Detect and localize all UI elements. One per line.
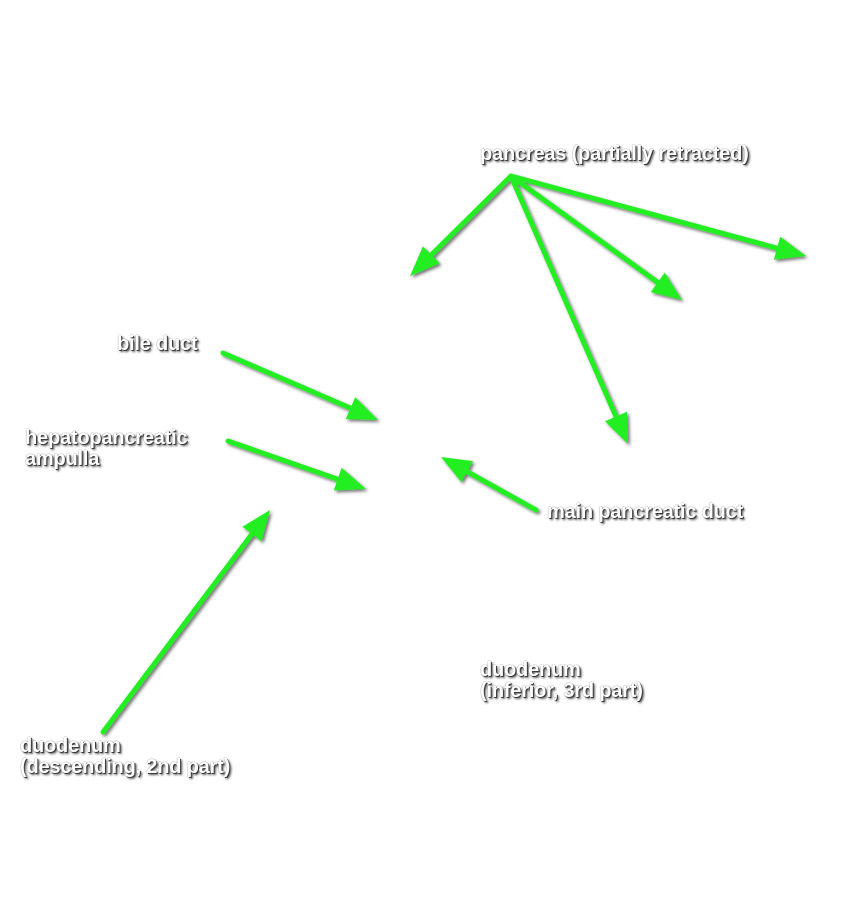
arrow-duodenum-descending bbox=[100, 510, 270, 735]
label-duodenum-inferior-line2: (inferior, 3rd part) bbox=[480, 680, 643, 702]
label-duodenum-descending-line2: (descending, 2nd part) bbox=[20, 756, 231, 778]
arrow-main-pancreatic-duct bbox=[441, 457, 539, 513]
label-bile-duct: bile duct bbox=[117, 333, 198, 355]
arrow-pancreas-down bbox=[508, 173, 628, 444]
label-duodenum-descending-line1: duodenum bbox=[20, 735, 121, 757]
arrow-pancreas-left bbox=[410, 173, 514, 276]
arrow-main-pancreatic-duct-head bbox=[441, 457, 474, 483]
label-hepatopancreatic-ampulla: hepatopancreatic ampulla bbox=[25, 427, 188, 470]
arrow-bile-duct-shaft bbox=[220, 350, 355, 412]
arrow-pancreas-down-head bbox=[604, 411, 628, 444]
label-duodenum-descending: duodenum (descending, 2nd part) bbox=[20, 736, 230, 778]
label-pancreas: pancreas (partially retracted) bbox=[480, 144, 749, 165]
label-main-duct-text: main pancreatic duct bbox=[547, 501, 744, 523]
arrow-bile-duct-head bbox=[345, 397, 378, 420]
arrow-pancreas-mid-head bbox=[650, 272, 682, 300]
label-duodenum-inferior-line1: duodenum bbox=[480, 659, 581, 681]
arrow-duodenum-descending-head bbox=[242, 510, 270, 542]
arrow-bile-duct bbox=[220, 350, 378, 420]
label-bile-duct-text: bile duct bbox=[117, 333, 198, 355]
label-duodenum-inferior: duodenum (inferior, 3rd part) bbox=[480, 660, 643, 702]
arrow-hepatopancreatic-ampulla-head bbox=[333, 467, 366, 491]
arrow-pancreas-mid-shaft bbox=[508, 173, 662, 287]
arrow-pancreas-mid bbox=[508, 173, 682, 300]
label-ampulla-line1: hepatopancreatic bbox=[25, 427, 188, 449]
arrow-pancreas-right-head bbox=[773, 236, 806, 260]
arrow-pancreas-left-head bbox=[410, 246, 440, 276]
label-pancreas-text: pancreas (partially retracted) bbox=[480, 143, 749, 165]
label-ampulla-line2: ampulla bbox=[25, 448, 100, 470]
arrow-pancreas-down-shaft bbox=[508, 173, 620, 421]
arrow-pancreas-left-shaft bbox=[427, 173, 514, 259]
arrow-hepatopancreatic-ampulla-shaft bbox=[225, 438, 343, 483]
arrow-main-pancreatic-duct-shaft bbox=[462, 468, 539, 513]
arrow-duodenum-descending-shaft bbox=[100, 529, 256, 735]
arrow-pancreas-right-shaft bbox=[508, 173, 782, 252]
label-main-pancreatic-duct: main pancreatic duct bbox=[547, 502, 743, 523]
arrow-hepatopancreatic-ampulla bbox=[225, 438, 366, 491]
arrow-pancreas-right bbox=[508, 173, 806, 260]
